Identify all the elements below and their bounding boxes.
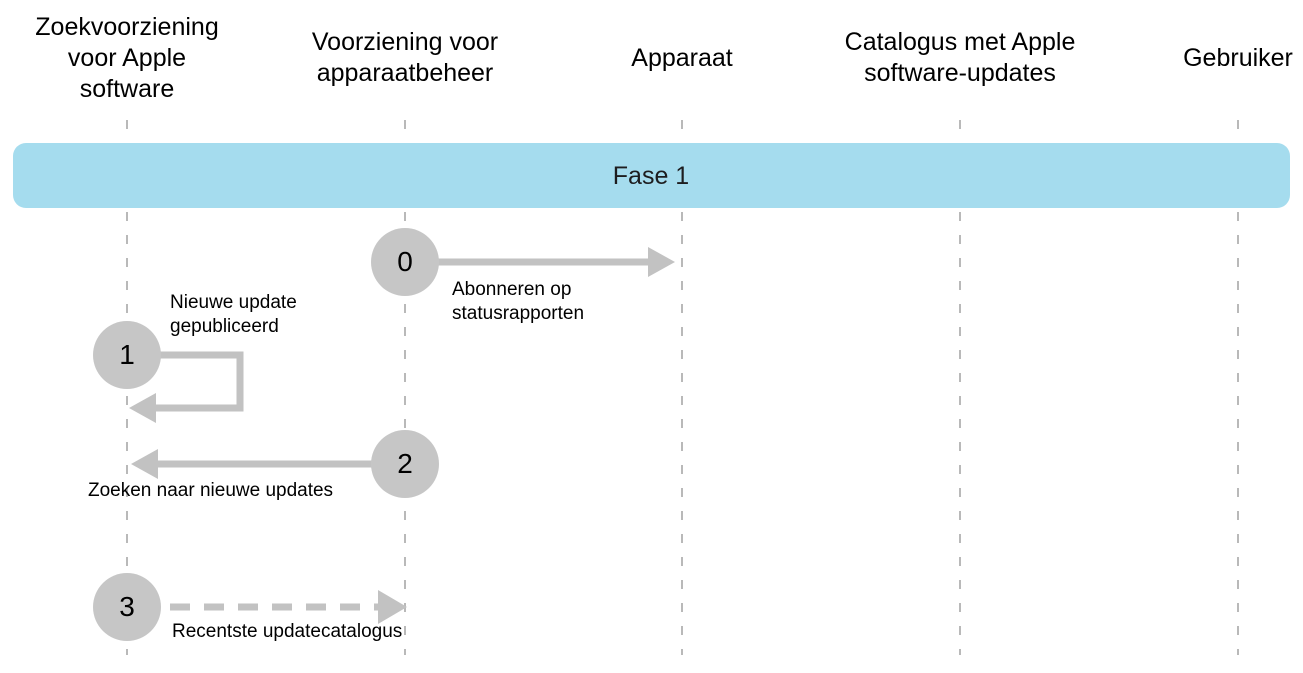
lifelines [126,120,1239,655]
arrow-step-2 [131,449,374,479]
step-circle-2 [371,430,439,498]
phase-band [13,143,1290,208]
message-label-step-3: Recentste updatecatalogus [172,621,403,642]
arrow-step-3 [170,590,407,624]
message-label-step-0: Abonneren op statusrapporten [452,279,585,324]
step-number-3: 3 [119,591,135,622]
lane-header-user: Gebruiker [1183,44,1293,72]
lane-header-device-management-service: Voorziening voor apparaatbeheer [311,28,499,87]
step-circle-1 [93,321,161,389]
step-circle-3 [93,573,161,641]
message-label-step-1: Nieuwe update gepubliceerd [170,292,297,337]
lane-header-apple-software-lookup: Zoekvoorziening voor Apple software [35,13,219,103]
lane-header-device: Apparaat [631,44,733,72]
step-number-0: 0 [397,246,413,277]
arrow-step-1-self-loop [129,351,244,423]
arrow-step-0 [436,247,675,277]
phase-band-label: Fase 1 [612,162,690,190]
step-number-2: 2 [397,448,413,479]
step-number-1: 1 [119,339,135,370]
lane-header-apple-software-update-catalog: Catalogus met Apple software-updates [844,28,1076,87]
message-label-step-2: Zoeken naar nieuwe updates [88,480,334,501]
step-circle-0 [371,228,439,296]
